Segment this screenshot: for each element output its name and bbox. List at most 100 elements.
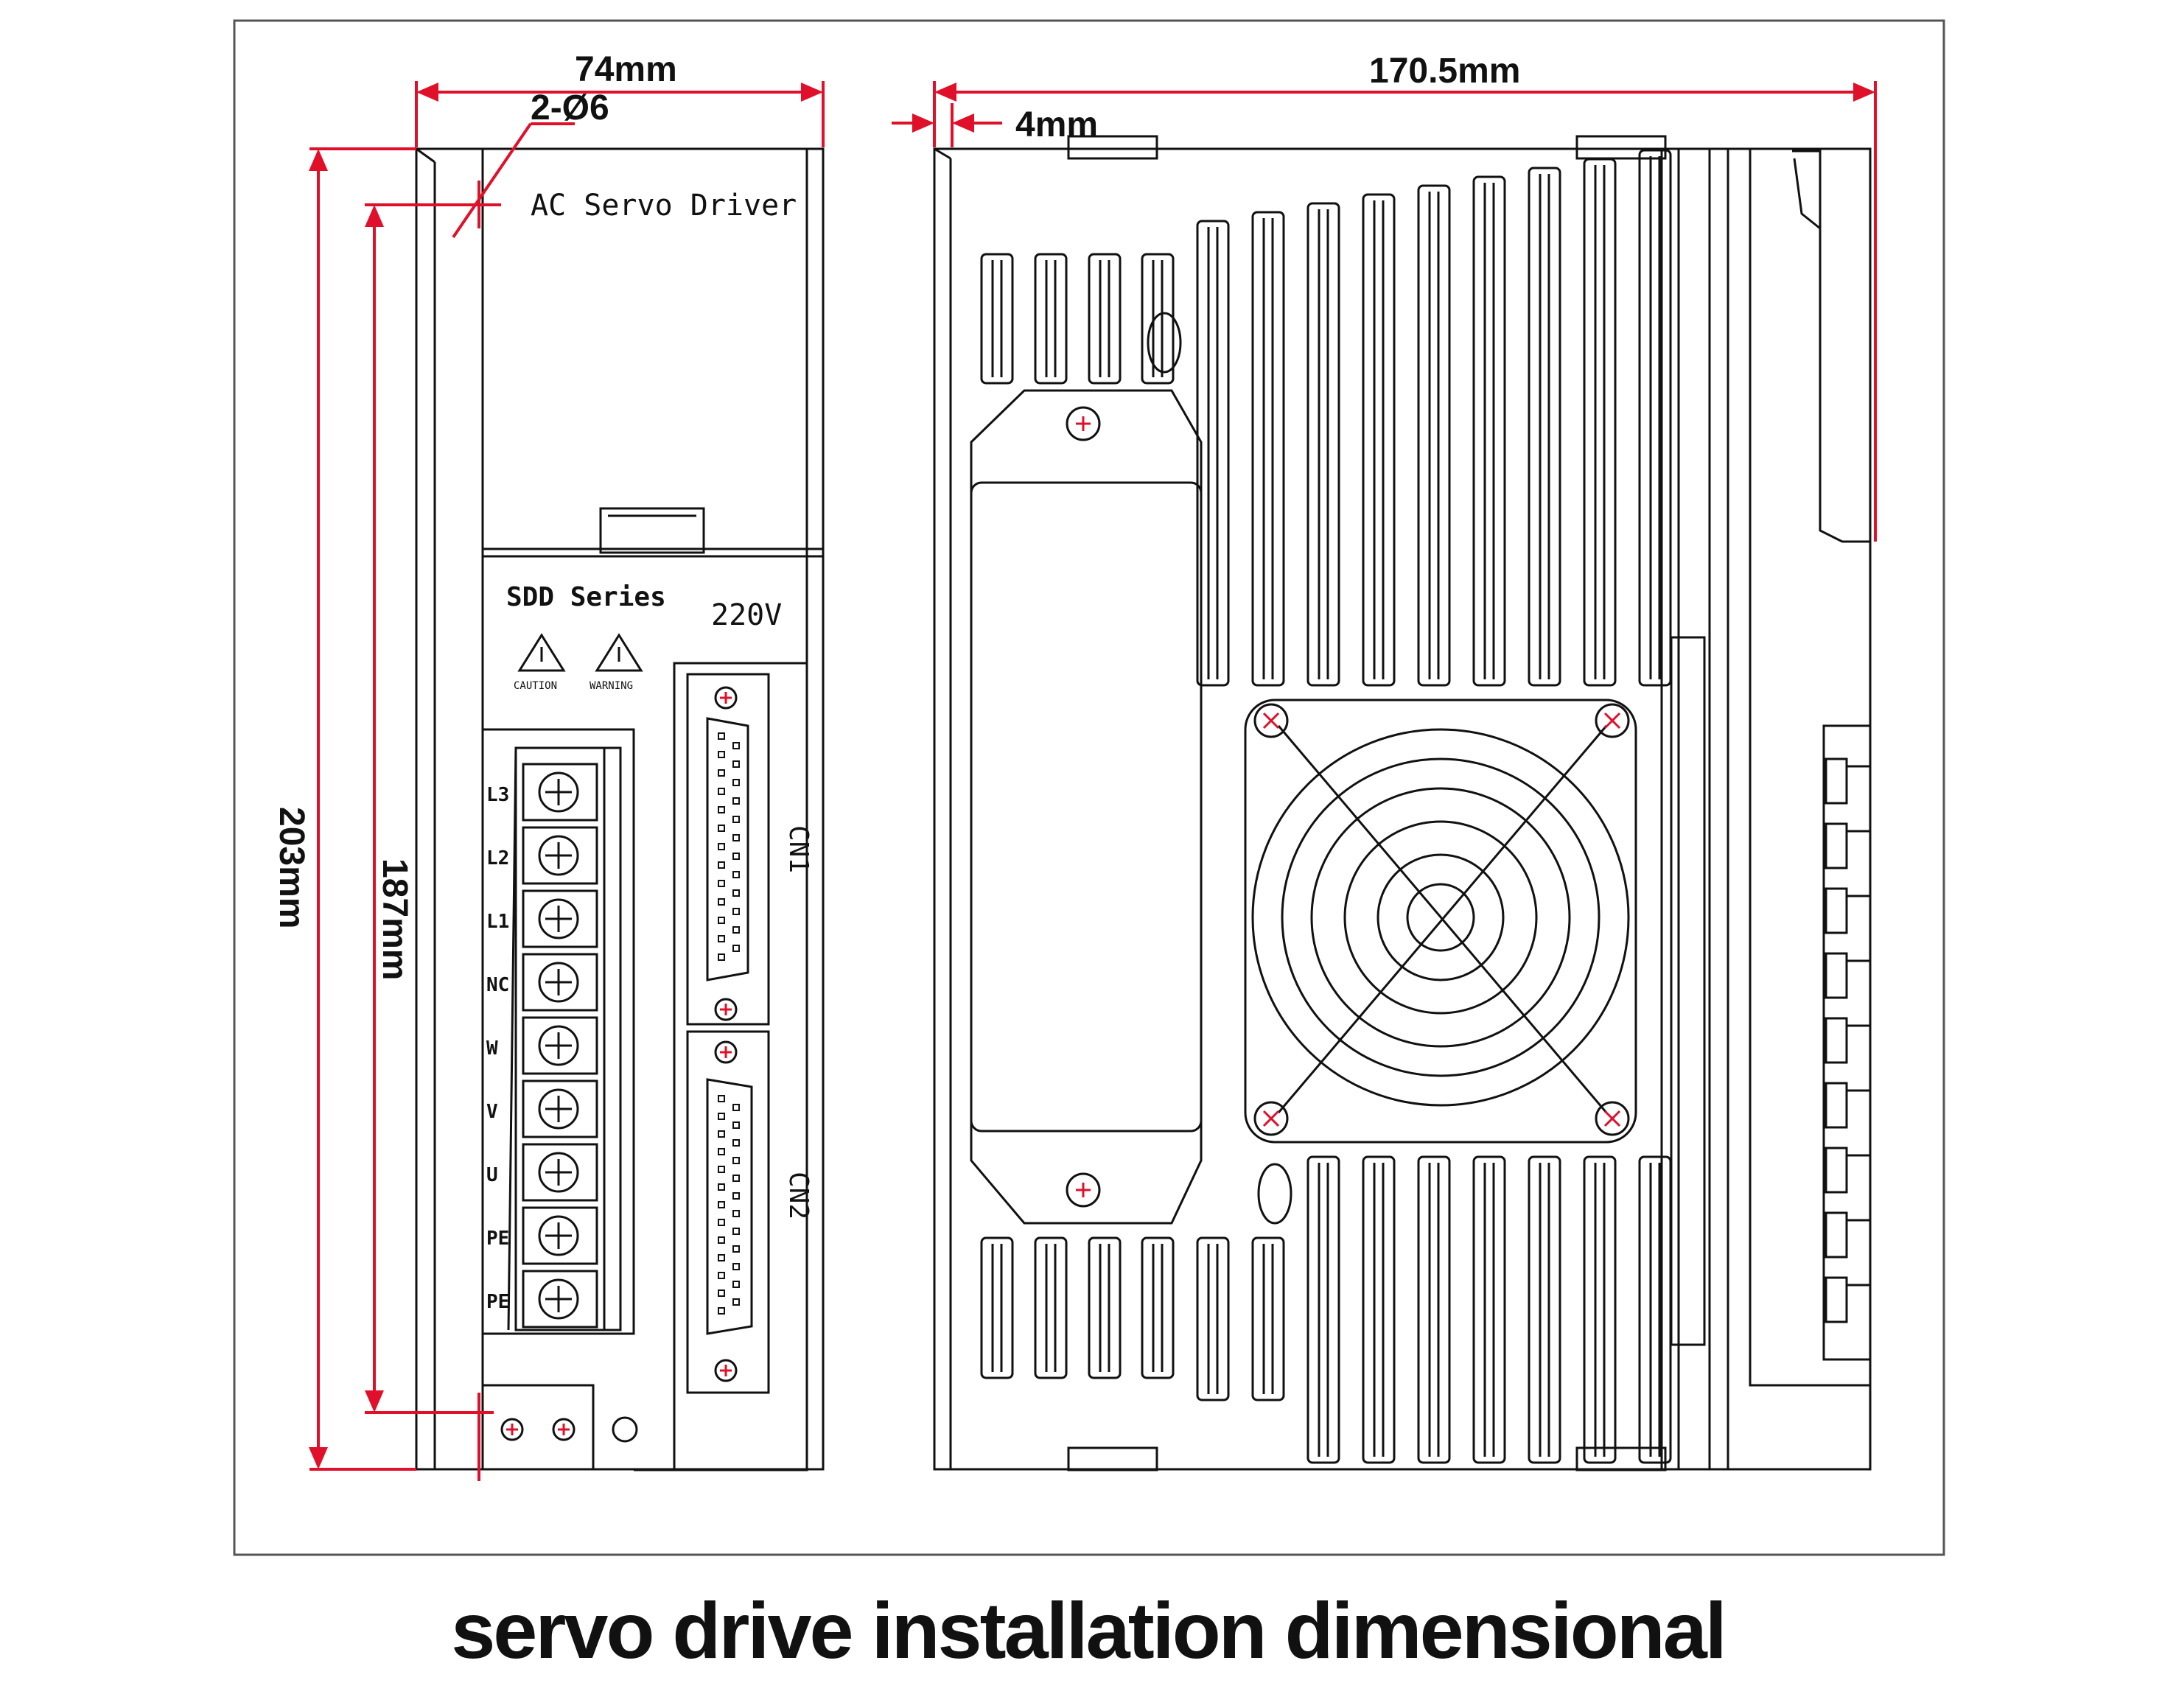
connector-pin [732,1157,740,1164]
fan-housing [1244,699,1637,1144]
warning-icon [595,633,643,672]
heatsink-fin [1196,220,1230,687]
connector-pin [732,760,740,768]
connector-pin [732,779,740,786]
cn1-label: CN1 [783,825,814,873]
connector-pin [718,880,725,887]
heatsink-fin [1362,1155,1396,1464]
connector-pin [718,1219,725,1226]
heatsink-fin [1306,202,1340,687]
terminal-label: PE [486,1291,509,1313]
terminal-label: L3 [486,784,509,806]
cn1-housing [686,673,770,1026]
connector-pin [732,926,740,934]
heatsink-fin [1196,1236,1230,1401]
heatsink-fin [1417,1155,1451,1464]
strip-cell [1825,1017,1848,1064]
connector-pin [732,1210,740,1217]
connector-pin [732,1192,740,1200]
connector-pin [732,1245,740,1253]
heatsink-fin [1088,253,1122,385]
cn2-housing [686,1030,770,1394]
terminal-screw [522,763,598,822]
strip-cells [1825,757,1870,1323]
caution-label: CAUTION [514,680,557,692]
terminal-label: PE [486,1228,509,1250]
connector-pin [718,1148,725,1155]
connector-frame [673,662,808,1471]
front-width-label: 74mm [575,50,677,89]
strip-cell [1825,887,1848,934]
connector-pin [718,1254,725,1261]
dimension-lines [309,81,1877,1481]
connector-pin [718,1166,725,1173]
terminal-screw [522,1016,598,1075]
terminal-label: L1 [486,911,509,933]
heatsink-fin [1362,193,1396,687]
connector-pin [718,1201,725,1208]
terminal-block [481,728,635,1335]
ground-terminal-area [481,1384,595,1471]
connector-pin [732,908,740,915]
heatsink-fin [1251,1236,1285,1401]
heatsink-fins [980,149,1672,1464]
heatsink-fin [1088,1236,1122,1379]
connector-pin [732,834,740,841]
terminal-screw [522,1270,598,1329]
connector-pin [732,853,740,860]
connector-pin [718,843,725,850]
terminal-screw [522,953,598,1012]
strip-cell [1825,952,1848,999]
connector-pin [718,806,725,813]
terminal-label: U [486,1164,498,1186]
side-depth-label: 170.5mm [1369,52,1520,91]
connector-pin [718,953,725,961]
terminal-label: W [486,1037,498,1060]
mount-bracket [970,389,1203,1225]
terminal-screw [522,826,598,885]
terminal-label: L2 [486,847,509,869]
connector-pin [732,945,740,952]
connector-pin [718,769,725,777]
side-screws [1066,406,1630,1208]
voltage-label: 220V [711,598,782,632]
diagram-caption: servo drive installation dimensional [451,1586,1727,1675]
connector-pin [732,1175,740,1182]
connector-pin [718,1289,725,1297]
connector-pin [718,935,725,942]
connector-pin [718,1113,725,1120]
heatsink-fin [980,253,1014,385]
connector-pin [718,732,725,740]
drawing-frame [233,19,1945,1556]
connector-pin [732,1281,740,1288]
connector-pin [718,788,725,795]
connector-pin [732,1263,740,1270]
mount-hole-label: 2-Ø6 [531,88,609,127]
strip-cell [1825,757,1848,805]
terminal-screw [522,1206,598,1265]
front-view [415,147,825,1471]
connector-pin [732,742,740,749]
terminal-label: V [486,1101,498,1123]
heatsink-fin [1583,158,1617,687]
strip-cell [1825,1276,1848,1323]
connector-pin [732,1298,740,1306]
heatsink-fin [980,1236,1014,1379]
total-height-label: 203mm [272,807,311,928]
cn2-label: CN2 [783,1172,814,1219]
heatsink-fin [1251,211,1285,687]
connector-pin [718,1272,725,1279]
connector-pin [732,889,740,897]
connector-pin [732,797,740,805]
connector-pin [718,861,725,869]
connector-pins [718,732,740,1315]
heatsink-fin [1638,149,1672,687]
connector-pin [718,898,725,906]
strip-cell [1825,1147,1848,1194]
heatsink-fin [1034,1236,1068,1379]
connector-pin [718,1236,725,1244]
connector-pin [732,816,740,823]
connector-screws [500,686,738,1443]
